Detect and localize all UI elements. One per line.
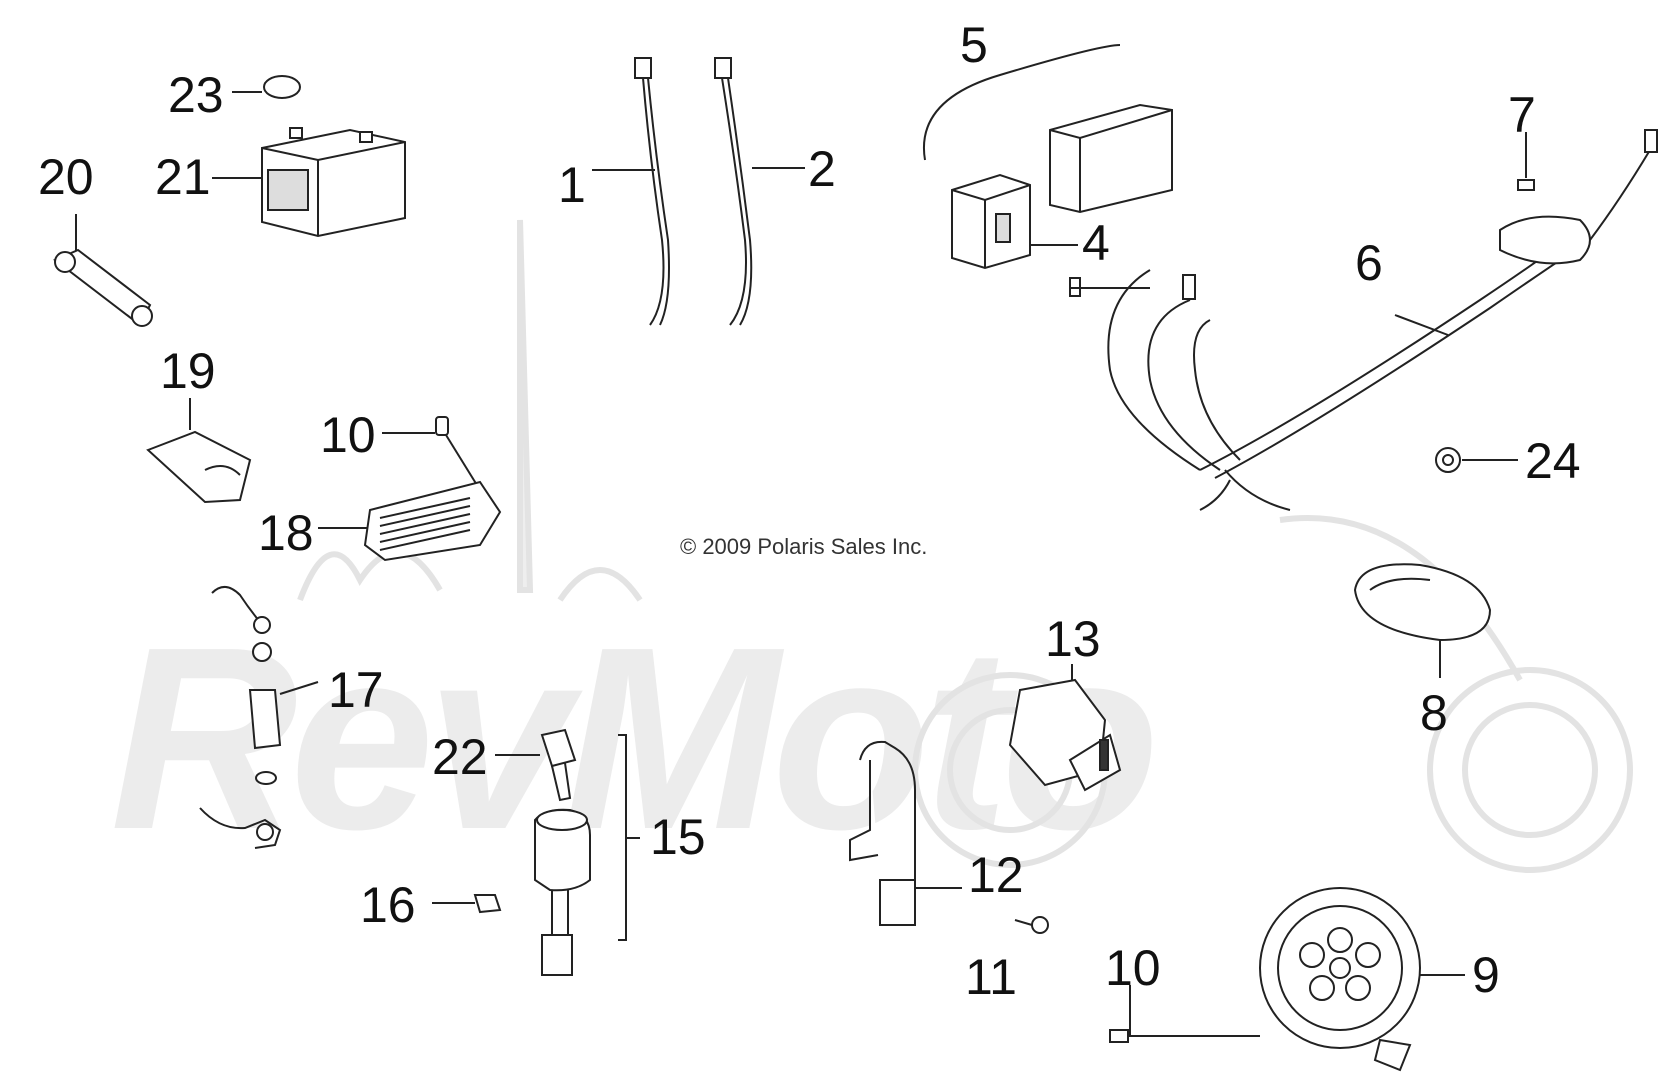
callout-11: 11 xyxy=(965,949,1017,1005)
part-20-fuse-holder xyxy=(53,214,153,327)
callout-16: 16 xyxy=(360,877,416,933)
part-21-battery xyxy=(212,127,406,238)
callout-4: 4 xyxy=(1082,215,1110,271)
callout-13: 13 xyxy=(1045,611,1101,667)
part-cdi-box xyxy=(1049,103,1173,214)
part-4-relay xyxy=(951,173,1078,270)
part-5-bracket xyxy=(922,44,1121,161)
part-9-horn xyxy=(1259,887,1465,1072)
copyright-text: © 2009 Polaris Sales Inc. xyxy=(680,534,928,559)
watermark-logo: RevMoto xyxy=(110,594,1160,884)
part-8-meter xyxy=(1353,563,1492,678)
callout-12: 12 xyxy=(968,847,1024,903)
part-17-switch xyxy=(199,586,319,849)
part-19-cover xyxy=(146,398,252,504)
callout-18: 18 xyxy=(258,505,314,561)
callout-23: 23 xyxy=(168,67,224,123)
callout-20: 20 xyxy=(38,149,94,205)
callout-19: 19 xyxy=(160,343,216,399)
watermark-scenery xyxy=(297,219,1633,873)
callout-10-bottom: 10 xyxy=(1105,940,1161,996)
callout-10-top: 10 xyxy=(320,407,376,463)
part-6-wire-harness xyxy=(1069,129,1658,511)
part-11-screw xyxy=(1014,916,1049,934)
part-22-key xyxy=(495,728,577,802)
part-13-relay xyxy=(1008,664,1122,792)
callout-6: 6 xyxy=(1355,235,1383,291)
callout-22: 22 xyxy=(432,729,488,785)
part-18-rectifier xyxy=(318,480,502,562)
callout-15: 15 xyxy=(650,809,706,865)
part-2-lead xyxy=(714,57,805,326)
callout-5: 5 xyxy=(960,17,988,73)
part-7-clip xyxy=(1517,132,1535,191)
part-24-nut xyxy=(1435,447,1518,473)
part-16-clip xyxy=(432,894,502,914)
callout-2: 2 xyxy=(808,141,836,197)
callout-17: 17 xyxy=(328,662,384,718)
callout-21: 21 xyxy=(155,149,211,205)
callout-1: 1 xyxy=(558,157,586,213)
callout-8: 8 xyxy=(1420,685,1448,741)
part-10-terminal-bottom xyxy=(1109,985,1260,1043)
part-23-oring xyxy=(232,75,301,99)
part-1-lead xyxy=(592,57,670,326)
part-12-coil xyxy=(849,740,962,926)
part-10-bolt-top xyxy=(382,416,481,491)
callout-7: 7 xyxy=(1508,87,1536,143)
callout-24: 24 xyxy=(1525,433,1581,489)
part-15-ignition xyxy=(534,734,640,976)
callout-9: 9 xyxy=(1472,947,1500,1003)
